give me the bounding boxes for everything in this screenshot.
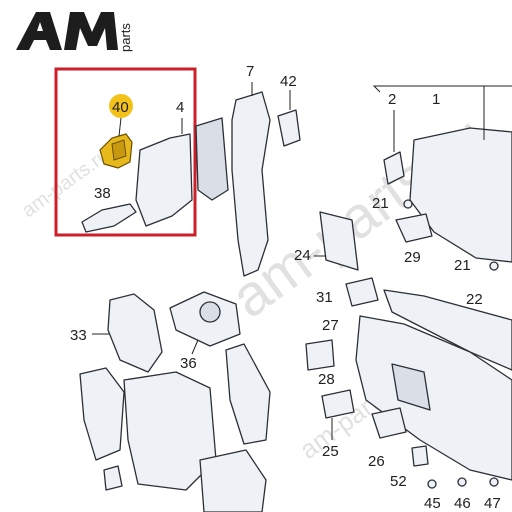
part-21-bolt-upper [403,199,413,209]
callout-40-badge [109,94,133,118]
callout-47: 47 [484,495,501,512]
part-22-crossmember [383,289,512,371]
callout-28: 28 [318,371,335,388]
callout-1: 1 [432,91,440,108]
part-24-panel [319,211,359,271]
part-26-bracket [371,407,407,439]
callout-40: 40 [112,99,129,116]
part-33-panel [107,293,163,373]
part-21-bolt-lower [489,261,499,271]
callout-42: 42 [280,73,297,90]
callout-46: 46 [454,495,471,512]
part-36-dome-center [199,301,221,323]
callout-27: 27 [322,317,339,334]
callout-4: 4 [176,99,184,116]
part-sill-lower [199,449,267,512]
callout-45: 45 [424,495,441,512]
part-27-bracket [305,339,335,371]
highlight-box [54,67,197,237]
part-small-bracket-lower [103,465,123,491]
callout-31: 31 [316,289,333,306]
callout-25: 25 [322,443,339,460]
callout-2: 2 [388,91,396,108]
part-31-bracket [345,277,379,307]
callout-21-lower: 21 [454,257,471,274]
callout-52: 52 [390,473,407,490]
part-rear-structure [355,315,512,481]
part-46-bolt [457,477,467,487]
callout-38: 38 [94,185,111,202]
part-28-bracket [321,389,355,419]
callout-7: 7 [246,63,254,80]
part-lower-inner-panel [79,367,125,461]
part-7-pillar [231,91,271,277]
part-40-bracket [99,133,133,169]
part-4-panel [135,133,193,227]
watermark-1: am-parts.ru [18,144,114,222]
logo-suffix: parts [118,23,133,52]
callout-26: 26 [368,453,385,470]
callout-29: 29 [404,249,421,266]
part-47-bolt [489,477,499,487]
part-a-pillar-lower [225,343,271,445]
callout-33: 33 [70,327,87,344]
callout-24: 24 [294,247,311,264]
part-42-bracket [277,109,301,147]
part-1-floor [409,127,512,263]
part-rear-cutout [391,363,431,411]
part-52-clip [411,445,429,467]
part-45-bolt [427,479,437,489]
callout-21-upper: 21 [372,195,389,212]
part-38-strip [81,203,137,233]
part-2-bracket [383,151,405,185]
part-29-bracket [395,213,433,243]
am-parts-logo: parts [16,12,133,52]
callout-36: 36 [180,355,197,372]
part-side-panel [195,117,229,201]
callout-22: 22 [466,291,483,308]
